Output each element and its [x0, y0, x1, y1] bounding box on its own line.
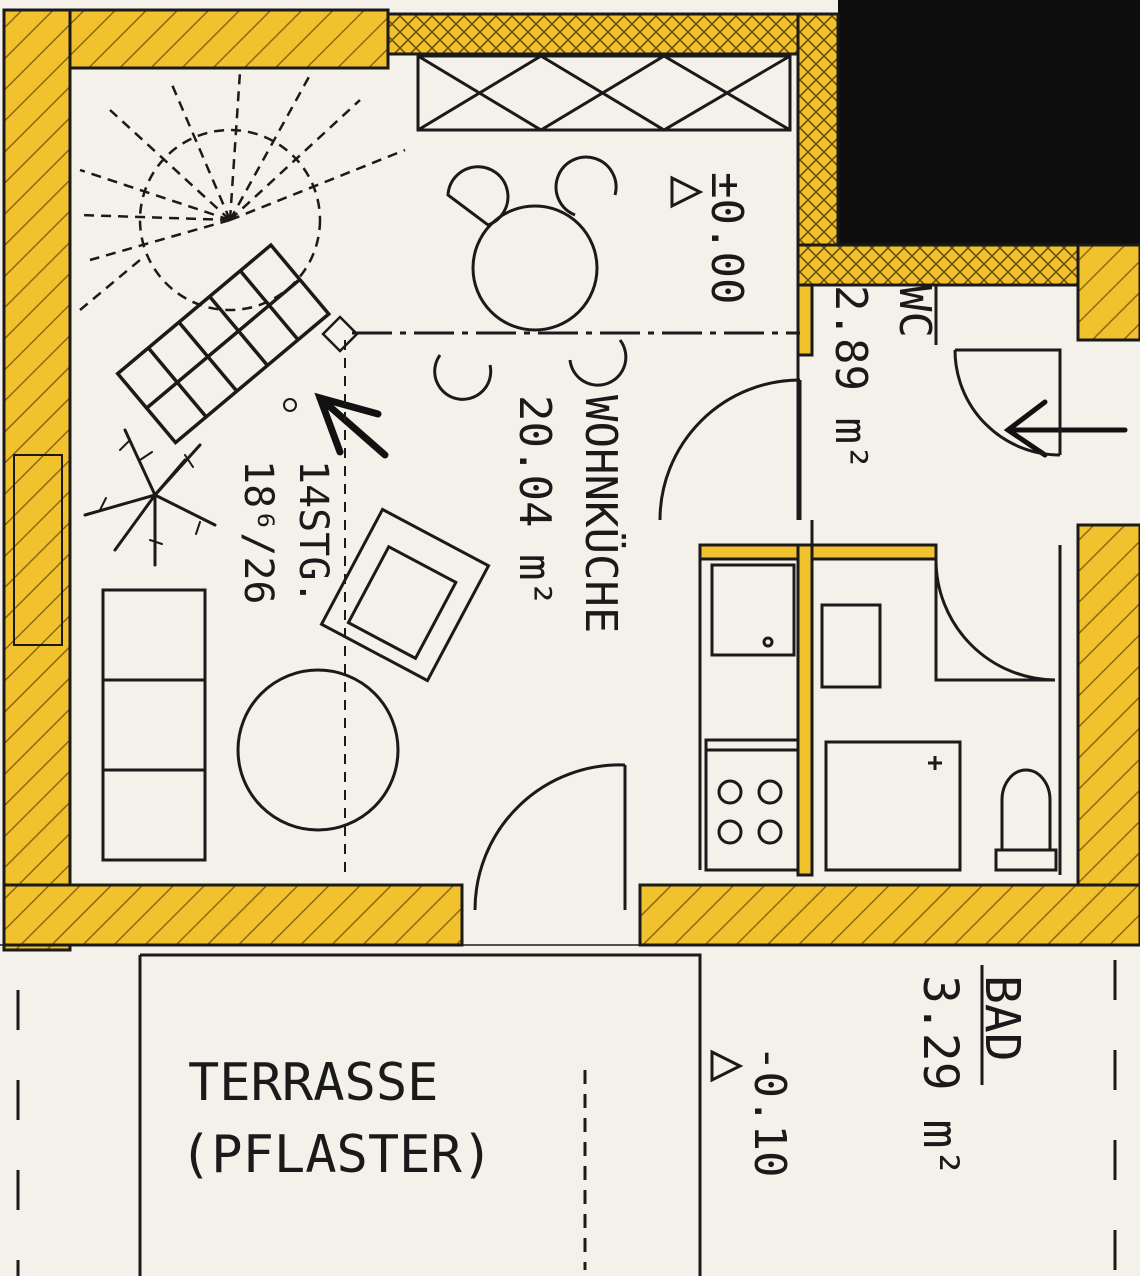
- wc-area: 2.89 m²: [825, 285, 876, 470]
- wall-top-middle: [386, 12, 810, 56]
- terrasse-name: TERRASSE: [188, 1053, 438, 1113]
- dining-table: [433, 155, 628, 401]
- wall-right-lower: [1076, 523, 1140, 947]
- walls: [2, 8, 1140, 952]
- stairs-ratio: 18⁶/26: [235, 460, 281, 605]
- partitions: [698, 283, 1062, 877]
- wall-cabinet: [416, 54, 792, 132]
- arrow-marker-stairs: [314, 392, 389, 459]
- wc-name: WC: [889, 285, 940, 338]
- wohnkueche-name: WOHNKÜCHE: [575, 395, 627, 633]
- stairs-count: 14STG.: [290, 460, 336, 605]
- bad-area: 3.29 m²: [912, 975, 968, 1177]
- level-marker-icon: [670, 175, 704, 209]
- wohnkueche-area: 20.04 m²: [509, 395, 560, 607]
- bathroom-fixtures: [820, 603, 1058, 872]
- arrow-marker-wc: [1003, 399, 1128, 458]
- sofa: [101, 588, 207, 862]
- door-swing-wohnkueche: [658, 378, 802, 521]
- coffee-table: [236, 668, 400, 832]
- level-terrace-label: -0.10: [744, 1045, 795, 1177]
- staircase: [79, 71, 406, 446]
- plant-icon: [83, 428, 217, 567]
- wall-wc-top: [796, 243, 1080, 287]
- level-marker-icon-terrace: [710, 1049, 744, 1083]
- level-floor-label: ±0.00: [701, 172, 752, 304]
- wall-bottom-right: [638, 883, 1140, 947]
- wall-right: [1076, 243, 1140, 342]
- wall-bottom-left: [2, 883, 464, 947]
- wall-left-window: [13, 454, 63, 646]
- terrasse-material: (PFLASTER): [180, 1125, 493, 1185]
- door-swing-bad: [934, 559, 1056, 682]
- kitchen-unit: [704, 563, 800, 872]
- armchair: [319, 507, 491, 683]
- terrasse-outline: [138, 953, 702, 1276]
- dark-block: [838, 0, 1140, 245]
- door-swing-wc: [953, 348, 1062, 457]
- door-swing-entrance: [473, 763, 627, 911]
